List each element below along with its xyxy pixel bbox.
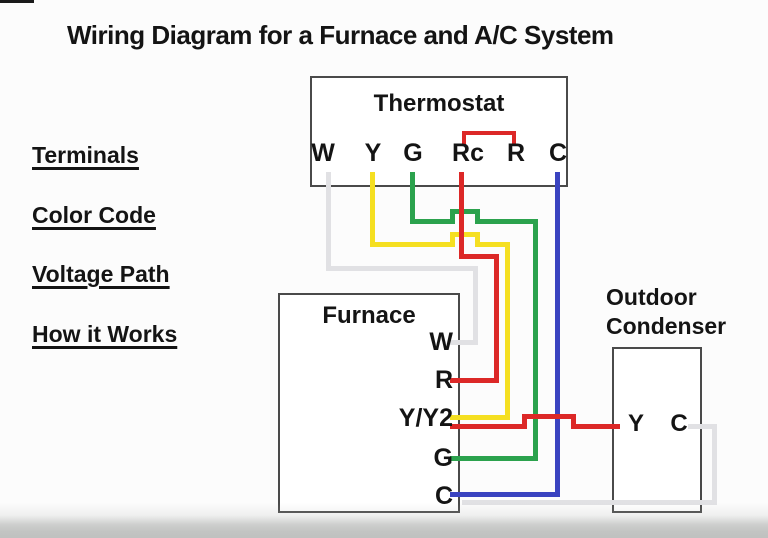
wire-segment: [410, 219, 455, 224]
sidebar-item-terminals: Terminals: [32, 142, 139, 168]
wire-segment: [410, 172, 415, 224]
sidebar-item-how-it-works: How it Works: [32, 321, 178, 347]
wire-segment: [555, 172, 560, 497]
wire-segment: [450, 456, 538, 461]
wire-segment: [326, 172, 331, 271]
wire-segment: [473, 266, 478, 345]
condenser-title: Outdoor Condenser: [606, 283, 726, 341]
wire-segment: [494, 254, 499, 383]
furnace-terminal-yy2: Y/Y2: [398, 404, 453, 432]
condenser-title-line2: Condenser: [606, 313, 727, 339]
wire-segment: [370, 242, 455, 247]
wire-segment: [450, 415, 510, 420]
thermostat-box: [310, 76, 568, 187]
wire-segment: [370, 172, 375, 247]
wire-segment: [450, 424, 527, 429]
furnace-title: Furnace: [322, 302, 416, 329]
wire-segment: [450, 209, 455, 224]
wire-segment: [459, 172, 464, 259]
wire-segment: [475, 219, 538, 224]
wire-segment: [571, 424, 620, 429]
thermostat-terminal-g: G: [403, 139, 423, 167]
wire-segment: [450, 378, 499, 383]
wire-segment: [533, 219, 538, 461]
video-top-edge: [0, 0, 34, 3]
thermostat-title: Thermostat: [373, 90, 505, 117]
sidebar-item-color-code: Color Code: [32, 202, 156, 228]
wire-segment: [462, 131, 516, 135]
thermostat-terminal-c: C: [548, 139, 568, 167]
wire-segment: [505, 242, 510, 420]
furnace-terminal-w: W: [429, 328, 453, 356]
wire-segment: [450, 340, 478, 345]
wire-segment: [475, 209, 480, 224]
furnace-terminal-r: R: [434, 366, 453, 394]
wire-segment: [522, 414, 527, 429]
wire-segment: [475, 232, 480, 247]
wire-segment: [688, 424, 717, 429]
thermostat-terminal-rc: Rc: [452, 139, 484, 167]
wire-segment: [522, 414, 576, 419]
wire-segment: [450, 209, 480, 214]
thermostat-terminal-r: R: [506, 139, 526, 167]
wire-segment: [462, 500, 717, 505]
wire-segment: [450, 232, 455, 247]
condenser-terminal-c: C: [670, 410, 688, 437]
page-title: Wiring Diagram for a Furnace and A/C Sys…: [67, 20, 614, 50]
thermostat-terminal-w: W: [311, 139, 335, 167]
wire-segment: [712, 424, 717, 505]
wire-segment: [459, 254, 499, 259]
wire-segment: [462, 131, 466, 145]
wire-segment: [475, 242, 510, 247]
furnace-terminal-g: G: [433, 444, 453, 472]
wire-segment: [326, 266, 478, 271]
furnace-terminal-c: C: [434, 482, 453, 510]
wire-segment: [512, 131, 516, 145]
sidebar-item-voltage-path: Voltage Path: [32, 261, 170, 287]
condenser-title-line1: Outdoor: [606, 284, 697, 310]
furnace-box: [278, 293, 460, 513]
wire-segment: [571, 414, 576, 429]
wire-segment: [450, 232, 480, 237]
thermostat-terminal-y: Y: [364, 139, 382, 167]
condenser-terminal-y: Y: [627, 410, 645, 437]
wire-segment: [450, 492, 560, 497]
